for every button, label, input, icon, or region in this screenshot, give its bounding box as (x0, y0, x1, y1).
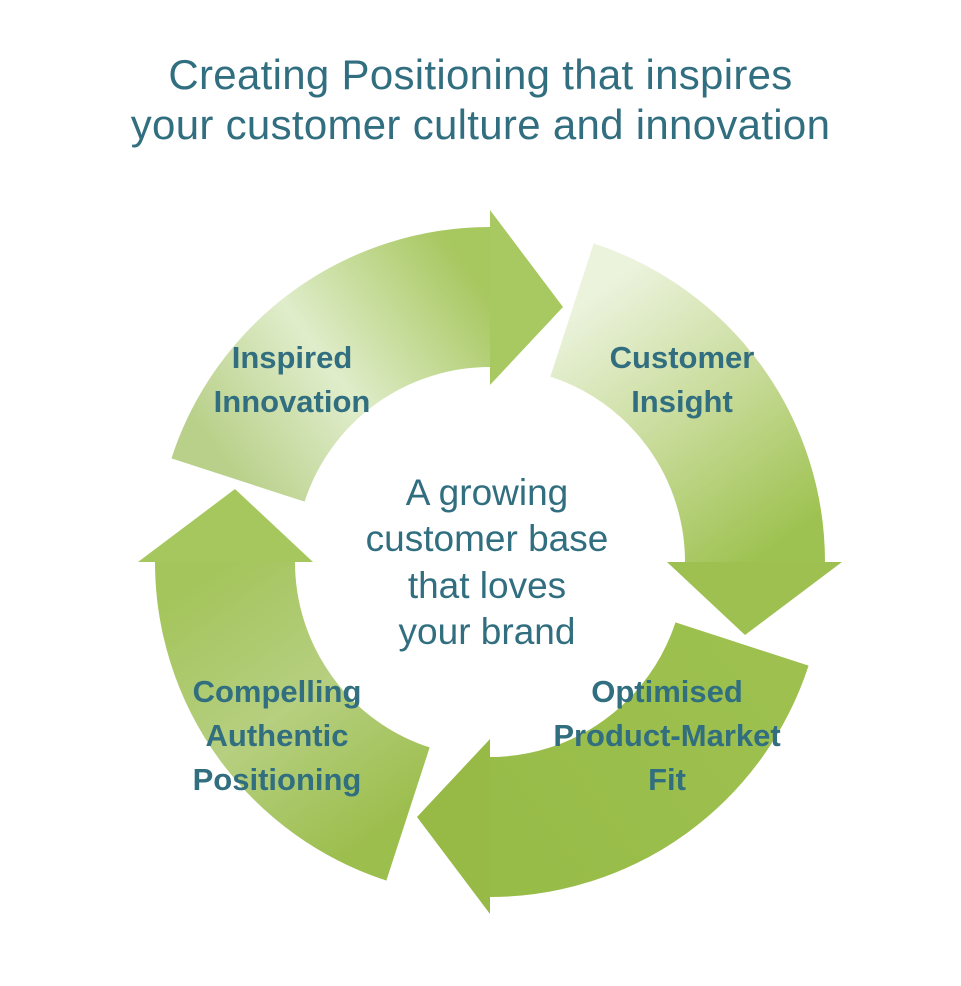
label-compelling-authentic-positioning: Compelling Authentic Positioning (192, 674, 362, 798)
cycle-arrowhead-right (667, 562, 842, 635)
label-inspired-innovation: Inspired Innovation (213, 340, 371, 420)
cycle-arrowhead-left (138, 489, 313, 562)
page-title: Creating Positioning that inspires your … (130, 51, 831, 149)
label-optimised-product-market-fit: Optimised Product-Market Fit (553, 674, 781, 798)
cycle-arc-top-right (548, 243, 825, 564)
cycle-arrowhead-bottom (417, 739, 490, 914)
cycle-arc-bottom-right (488, 620, 809, 897)
cycle-center-text: A growing customer base that loves your … (365, 472, 609, 652)
cycle-arrowhead-top (490, 210, 563, 385)
label-customer-insight: Customer Insight (609, 340, 755, 420)
cycle-arc-bottom-left (155, 560, 432, 881)
cycle-arc-top-left (171, 227, 492, 504)
